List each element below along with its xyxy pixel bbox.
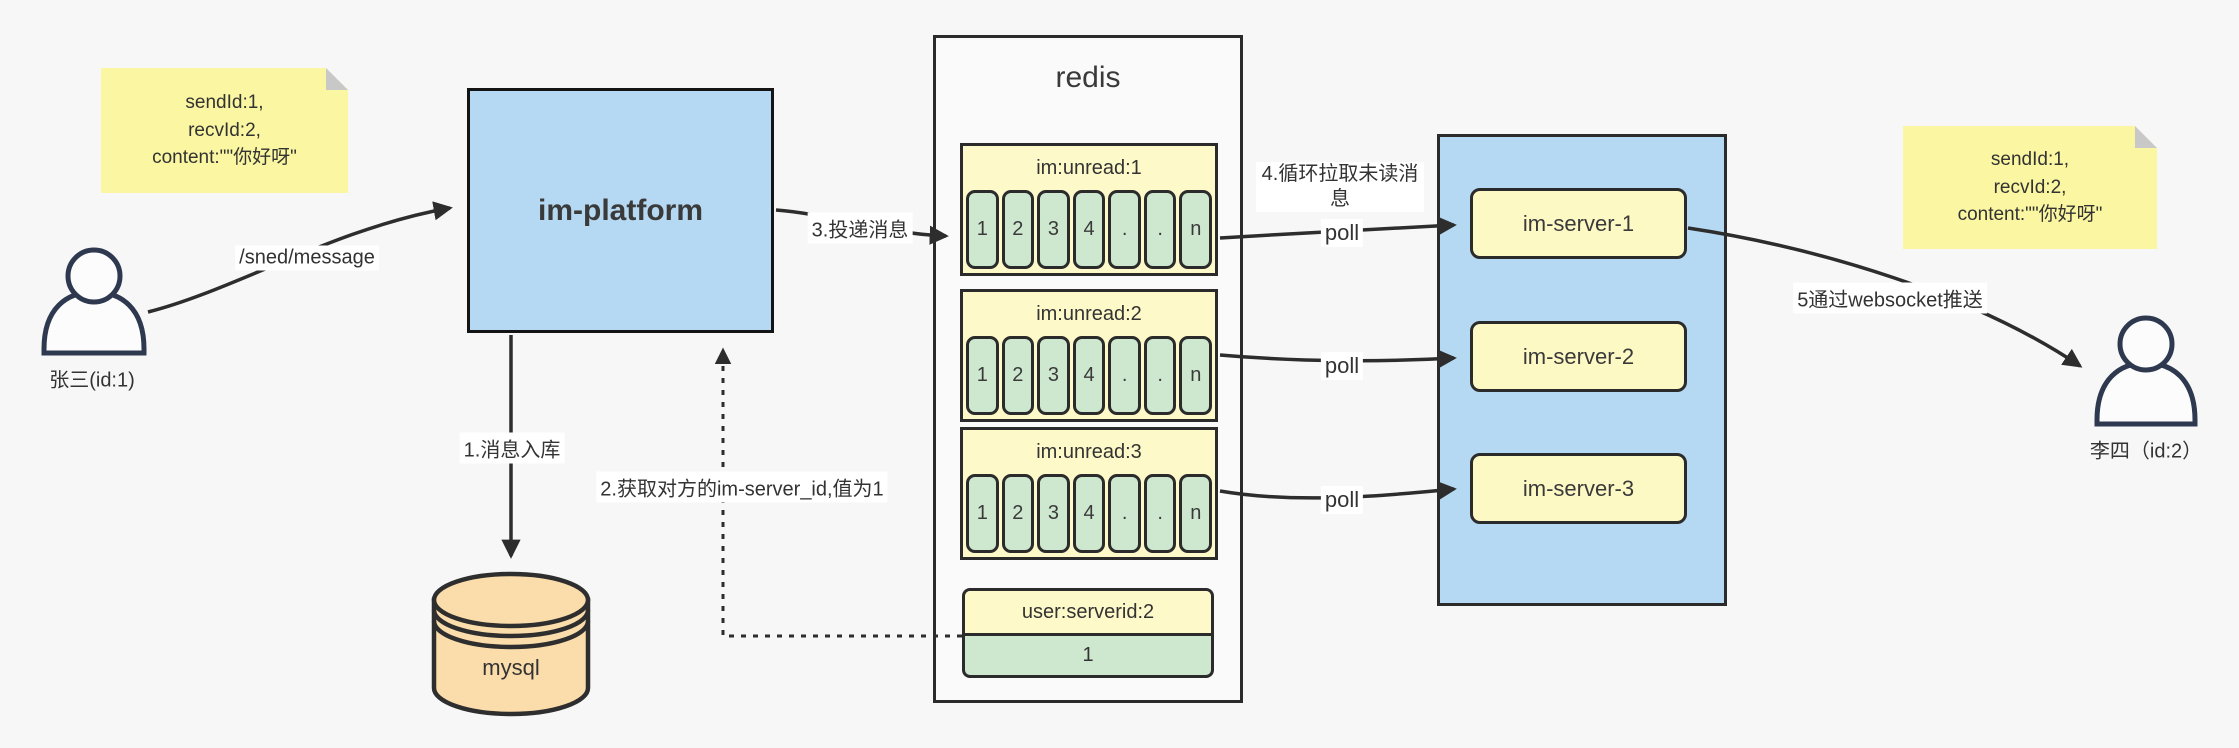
label-poll-2: poll [1320,352,1364,380]
queue-cell: 3 [1037,336,1070,415]
queue-cell: . [1108,474,1141,553]
queue-title: im:unread:3 [1036,440,1142,463]
queue-cell: . [1143,190,1177,269]
queue-cell: 2 [1001,336,1035,415]
message-note-left: sendId:1, recvId:2, content:""你好呀" [101,68,348,193]
kv-value: 1 [1082,644,1094,666]
sender-name-label: 张三(id:1) [49,369,135,392]
queue-cell: 1 [966,190,999,269]
queue-im-unread-2: im:unread:2 1 2 3 4 . . n [960,289,1218,422]
queue-cell: . [1108,336,1141,415]
note-line: content:""你好呀" [1957,204,2103,226]
label-step1-store: 1.消息入库 [459,432,565,464]
queue-cell: . [1143,336,1177,415]
label-send-api: /sned/message [235,245,379,271]
queue-cell: 4 [1072,336,1106,415]
label-poll-1: poll [1320,219,1364,247]
note-line: content:""你好呀" [152,147,297,169]
queue-title: im:unread:1 [1036,156,1142,179]
queue-cell: n [1179,336,1213,415]
note-line: recvId:2, [1993,176,2067,198]
note-line: sendId:1, [185,92,264,114]
label-step5-websocket-push: 5通过websocket推送 [1793,282,1987,314]
queue-cell: 3 [1037,474,1070,553]
queue-cell: . [1143,474,1177,553]
im-server-label: im-server-2 [1522,343,1635,369]
note-fold-icon [2135,126,2157,148]
person-receiver-icon [2094,315,2198,427]
queue-cell: . [1108,190,1141,269]
queue-cells: 1 2 3 4 . . n [963,336,1215,419]
queue-title: im:unread:2 [1036,302,1142,325]
queue-im-unread-3: im:unread:3 1 2 3 4 . . n [960,427,1218,560]
im-server-label: im-server-3 [1522,475,1635,501]
im-server-2-node: im-server-2 [1470,321,1687,392]
database-cylinder-icon [431,571,591,717]
queue-cell: 4 [1072,474,1106,553]
queue-cell: 3 [1037,190,1070,269]
label-poll-3: poll [1320,486,1364,514]
queue-cells: 1 2 3 4 . . n [963,474,1215,557]
label-step2-get-serverid: 2.获取对方的im-server_id,值为1 [596,471,888,503]
person-sender-icon [41,247,147,356]
note-line: recvId:2, [188,119,261,141]
im-server-3-node: im-server-3 [1470,453,1687,524]
im-platform-label: im-platform [538,193,703,227]
database-label: mysql [482,655,540,680]
queue-cells: 1 2 3 4 . . n [963,190,1215,273]
queue-cell: 4 [1072,190,1106,269]
im-server-1-node: im-server-1 [1470,188,1687,259]
receiver-name-label: 李四（id:2） [2089,440,2203,463]
im-server-label: im-server-1 [1522,210,1635,236]
kv-key: user:serverid:2 [965,591,1211,636]
queue-cell: 2 [1001,474,1035,553]
queue-cell: 1 [966,336,999,415]
note-line: sendId:1, [1990,149,2070,171]
queue-cell: 1 [966,474,999,553]
label-step4-poll-unread: 4.循环拉取未读消息 [1256,162,1424,212]
note-fold-icon [326,68,348,90]
queue-im-unread-1: im:unread:1 1 2 3 4 . . n [960,143,1218,276]
redis-title: redis [1055,61,1121,94]
queue-cell: n [1179,190,1213,269]
queue-cell: n [1179,474,1213,553]
label-step3-deliver: 3.投递消息 [807,212,913,244]
kv-user-serverid: user:serverid:2 1 [962,588,1214,678]
message-note-right: sendId:1, recvId:2, content:""你好呀" [1903,126,2157,249]
im-platform-node: im-platform [467,88,774,333]
queue-cell: 2 [1001,190,1035,269]
